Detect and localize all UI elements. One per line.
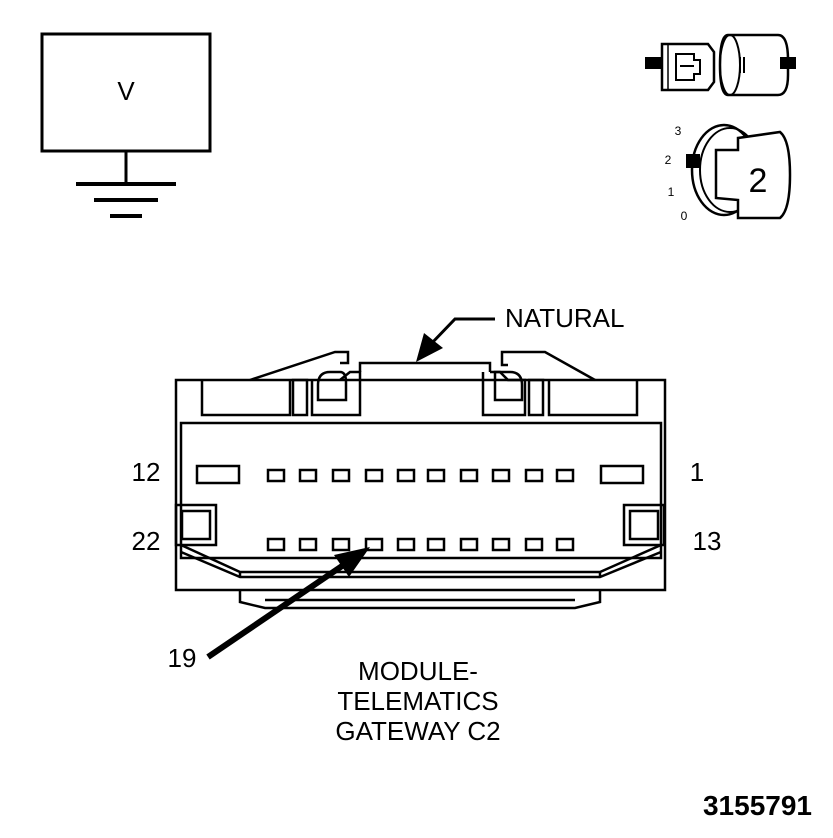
figure-id: 3155791 xyxy=(703,790,812,821)
ground-icon xyxy=(76,182,176,218)
connector-name-line-3: GATEWAY C2 xyxy=(335,716,500,746)
pin-cavity xyxy=(331,468,351,483)
ignition-indicator xyxy=(686,154,700,168)
pin-cavity xyxy=(555,468,575,483)
pin-label-13: 13 xyxy=(693,526,722,556)
pin-cavity xyxy=(524,468,544,483)
pin-cavity xyxy=(298,468,318,483)
voltmeter-label: V xyxy=(117,76,135,106)
ignition-position-0: 0 xyxy=(681,209,688,223)
ignition-key-icon: 3 2 1 0 2 xyxy=(665,123,792,223)
color-label-leader xyxy=(416,317,495,362)
pin-cavity-19 xyxy=(364,537,384,552)
pin-row-top xyxy=(195,464,645,485)
pin-cavity xyxy=(524,537,544,552)
connector-color-label: NATURAL xyxy=(505,303,624,333)
pin-cavity xyxy=(459,468,479,483)
connector-name-line-1: MODULE- xyxy=(358,656,478,686)
key-head xyxy=(714,130,792,220)
pin-cavity xyxy=(298,537,318,552)
pin-cavity xyxy=(396,537,416,552)
connector-disconnected-icon xyxy=(645,33,796,97)
pin-cavity-12 xyxy=(195,464,241,485)
pin-cavity xyxy=(426,468,446,483)
pin-cavity xyxy=(459,537,479,552)
pin-label-12: 12 xyxy=(132,457,161,487)
ignition-position-1: 1 xyxy=(668,185,675,199)
connector-name-line-2: TELEMATICS xyxy=(337,686,498,716)
key-position-label: 2 xyxy=(749,162,768,200)
ignition-position-2: 2 xyxy=(665,153,672,167)
connector-body xyxy=(174,350,667,610)
pin-row-bottom xyxy=(266,537,575,552)
pin-cavity xyxy=(266,468,286,483)
pin-cavity xyxy=(396,468,416,483)
voltmeter-symbol: V xyxy=(40,32,212,218)
pin-cavity xyxy=(266,537,286,552)
pin-cavity xyxy=(364,468,384,483)
arrow-head xyxy=(416,333,443,362)
pin-cavity xyxy=(491,537,511,552)
pin-label-1: 1 xyxy=(690,457,704,487)
pin-cavity xyxy=(491,468,511,483)
probe-arrow xyxy=(206,547,370,660)
pin-cavity xyxy=(555,537,575,552)
ignition-position-3: 3 xyxy=(675,124,682,138)
probe-pin-label: 19 xyxy=(168,643,197,673)
pin-label-22: 22 xyxy=(132,526,161,556)
pin-cavity xyxy=(426,537,446,552)
pin-cavity-1 xyxy=(599,464,645,485)
probe-arrow-head xyxy=(334,547,370,577)
pin-cavity xyxy=(331,537,351,552)
